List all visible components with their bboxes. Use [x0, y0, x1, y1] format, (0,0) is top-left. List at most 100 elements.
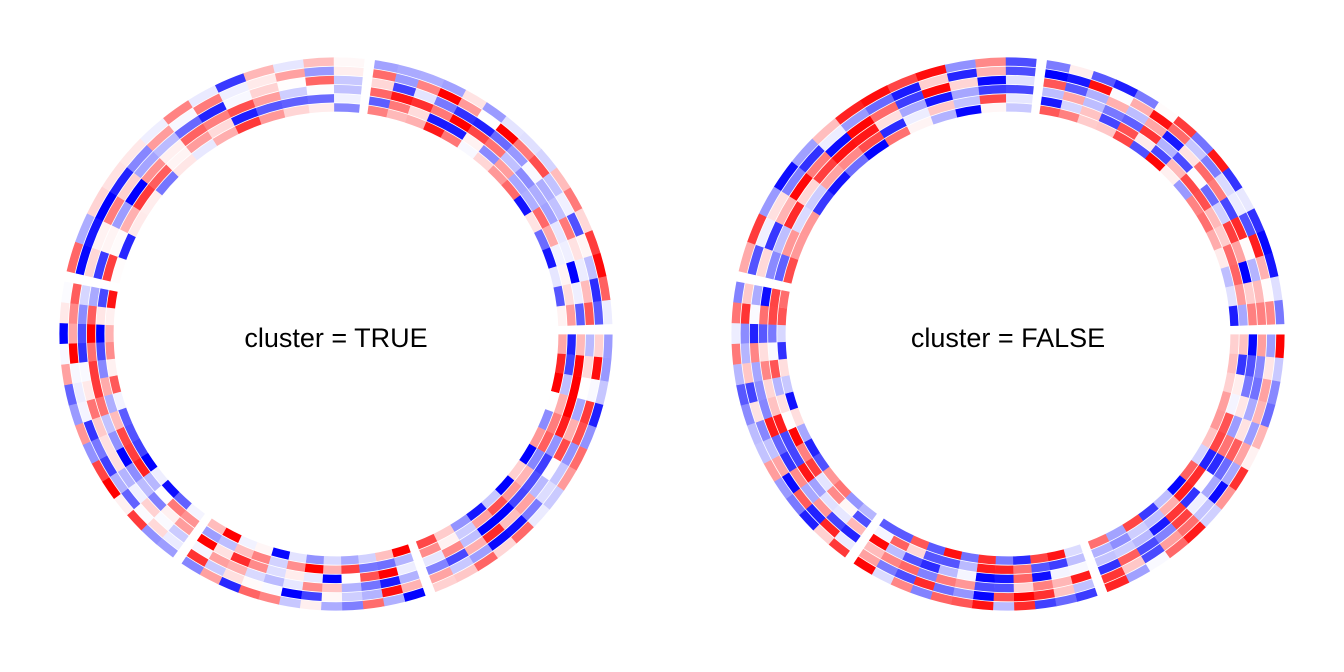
- heatmap-cell: [542, 173, 563, 197]
- heatmap-cell: [833, 479, 852, 498]
- heatmap-cell: [589, 278, 602, 303]
- heatmap-cell: [1012, 555, 1031, 565]
- heatmap-cell: [583, 255, 598, 281]
- heatmap-cell: [562, 395, 577, 419]
- heatmap-cell: [96, 324, 105, 343]
- heatmap-cell: [249, 82, 280, 99]
- heatmap-cell: [555, 192, 575, 217]
- heatmap-cell: [186, 131, 213, 154]
- heatmap-cell: [532, 206, 550, 229]
- heatmap-cell: [1201, 426, 1218, 449]
- heatmap-cell: [1263, 356, 1275, 381]
- heatmap-cell: [1265, 301, 1276, 325]
- heatmap-cell: [738, 241, 756, 274]
- heatmap-cell: [482, 102, 507, 123]
- heatmap-cell: [1156, 137, 1179, 159]
- heatmap-cell: [1013, 573, 1033, 584]
- heatmap-cell: [1005, 66, 1036, 77]
- heatmap-cell: [341, 564, 360, 574]
- heatmap-cell: [107, 451, 125, 473]
- heatmap-cell: [565, 304, 576, 326]
- heatmap-cell: [372, 69, 397, 82]
- heatmap-cell: [77, 323, 87, 344]
- heatmap-cell: [886, 73, 919, 93]
- heatmap-cell: [101, 225, 120, 254]
- heatmap-cell: [322, 574, 342, 584]
- heatmap-cell: [1041, 87, 1065, 100]
- heatmap-cell: [484, 137, 507, 159]
- heatmap-cell: [59, 322, 68, 344]
- heatmap-cell: [61, 281, 73, 304]
- heatmap-cell: [812, 117, 841, 145]
- heatmap-cell: [1176, 515, 1200, 537]
- heatmap-cell: [1121, 114, 1144, 133]
- heatmap-cell: [141, 524, 163, 545]
- heatmap-cell: [579, 400, 595, 425]
- heatmap-cell: [305, 554, 324, 565]
- heatmap-cell: [359, 571, 380, 582]
- heatmap-cell: [341, 573, 361, 584]
- heatmap-cell: [457, 97, 482, 117]
- heatmap-cell: [602, 299, 613, 325]
- heatmap-cell: [77, 400, 92, 423]
- heatmap-cell: [1077, 114, 1099, 130]
- heatmap-cell: [759, 186, 782, 218]
- heatmap-cell: [1173, 116, 1197, 139]
- heatmap-cell: [768, 306, 778, 325]
- heatmap-cell: [501, 179, 521, 201]
- heatmap-cell: [59, 343, 70, 365]
- heatmap-cell: [580, 279, 593, 304]
- heatmap-cell: [594, 334, 604, 358]
- heatmap-cell: [564, 354, 576, 376]
- heatmap-cell: [1267, 380, 1281, 406]
- heatmap-cell: [1034, 598, 1057, 610]
- heatmap-cell: [584, 334, 595, 357]
- heatmap-cell: [540, 201, 558, 225]
- heatmap-cell: [1243, 421, 1260, 446]
- heatmap-cell: [765, 250, 782, 280]
- heatmap-cell: [280, 587, 303, 600]
- heatmap-cell: [97, 288, 109, 308]
- heatmap-cell: [247, 559, 269, 574]
- heatmap-cell: [1145, 152, 1166, 172]
- heatmap-cell: [858, 548, 881, 567]
- heatmap-cell: [492, 537, 517, 559]
- heatmap-cell: [922, 550, 944, 565]
- heatmap-cell: [874, 526, 894, 543]
- heatmap-cell: [846, 115, 875, 139]
- heatmap-cell: [202, 526, 222, 543]
- heatmap-cell: [812, 452, 830, 472]
- heatmap-cell: [1043, 78, 1067, 91]
- heatmap-cell: [555, 353, 566, 374]
- heatmap-cell: [1066, 73, 1092, 88]
- heatmap-cell: [92, 416, 108, 438]
- heatmap-cell: [549, 461, 569, 486]
- heatmap-cell: [1226, 415, 1243, 439]
- heatmap-cell: [804, 438, 821, 458]
- heatmap-cell: [566, 212, 584, 237]
- heatmap-cell: [526, 448, 545, 471]
- heatmap-cell: [550, 372, 564, 394]
- heatmap-cell: [322, 565, 342, 574]
- heatmap-cell: [731, 343, 742, 365]
- heatmap-cell: [154, 485, 173, 505]
- heatmap-cell: [558, 216, 576, 241]
- heatmap-cell: [1109, 532, 1132, 550]
- heatmap-cell: [755, 217, 775, 248]
- heatmap-cell: [994, 574, 1014, 584]
- heatmap-cell: [197, 101, 227, 123]
- heatmap-cell: [521, 498, 543, 522]
- heatmap-cell: [1227, 353, 1238, 374]
- heatmap-cell: [874, 109, 903, 131]
- heatmap-cell: [1079, 105, 1103, 122]
- heatmap-cell: [1235, 418, 1252, 443]
- heatmap-cell: [357, 552, 377, 564]
- heatmap-cell: [188, 85, 219, 108]
- heatmap-cell: [542, 247, 557, 269]
- heatmap-cell: [391, 544, 411, 558]
- heatmap-cell: [812, 497, 833, 518]
- heatmap-cell: [1256, 334, 1267, 357]
- heatmap-cell: [937, 565, 959, 578]
- heatmap-cell: [971, 599, 994, 611]
- heatmap-cell: [1251, 424, 1269, 450]
